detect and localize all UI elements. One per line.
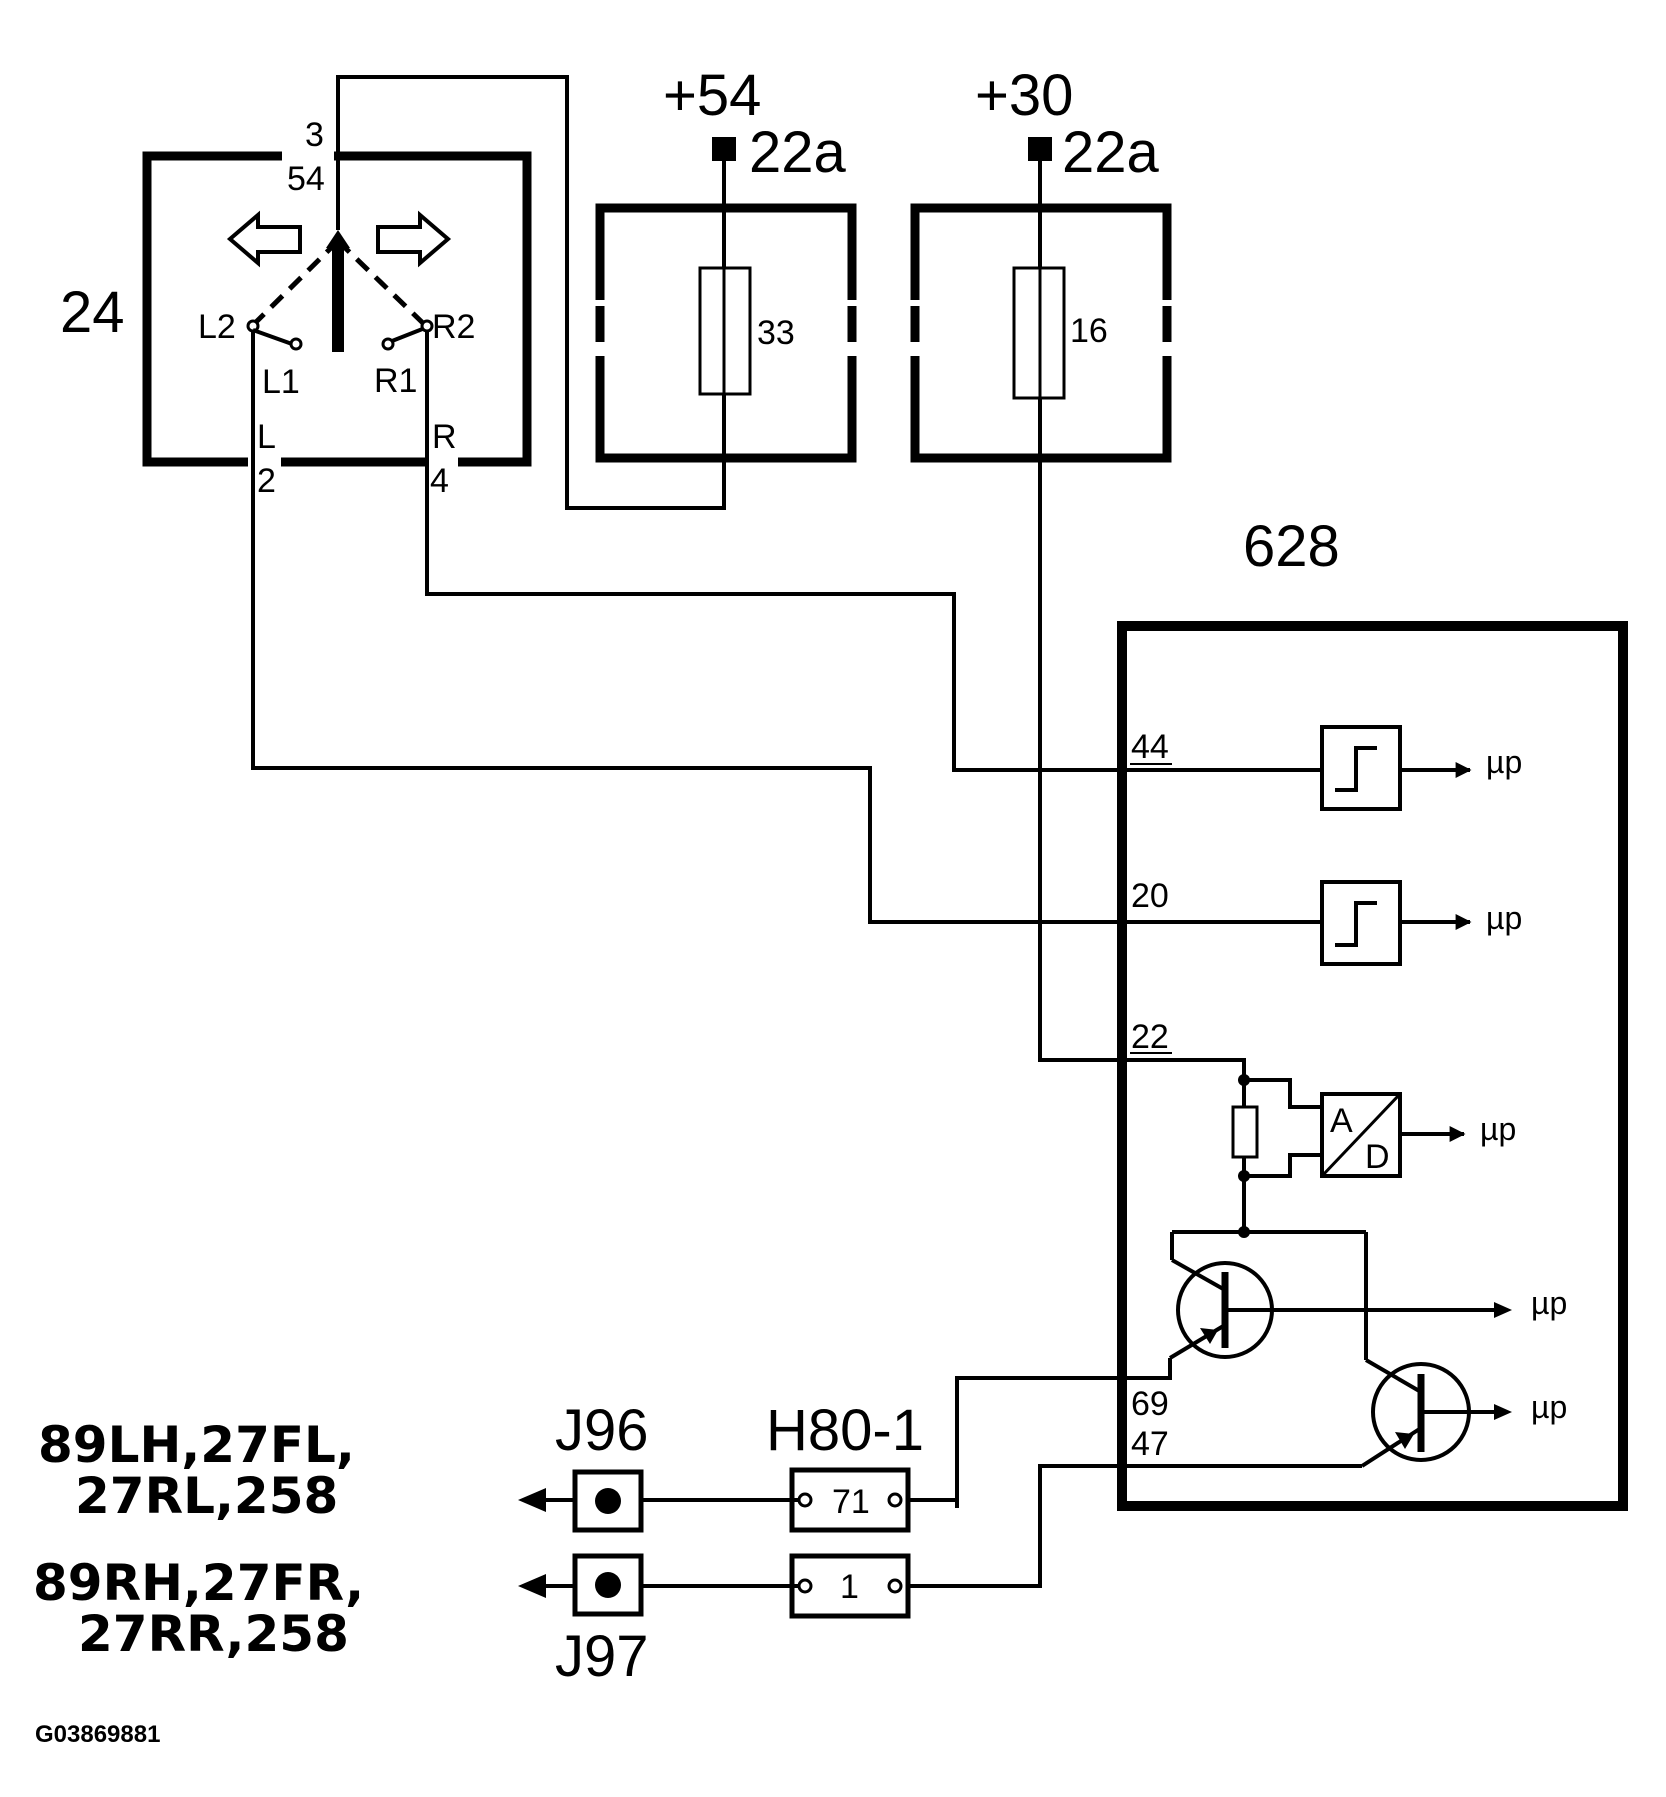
- contact-label-l1: L1: [262, 363, 300, 401]
- contact-label-r1: R1: [374, 362, 417, 400]
- switch-id: 24: [60, 280, 125, 345]
- supply-terminal-54: [712, 137, 736, 161]
- schmitt-trigger-1: [1320, 725, 1402, 811]
- module-pin-20: 20: [1131, 877, 1169, 915]
- adc-label-a: A: [1330, 1102, 1353, 1140]
- wire-fuse16-to-pin22: [1038, 398, 1246, 1080]
- node-22a-b: 22a: [1062, 120, 1160, 185]
- supply-plus-54: +54: [663, 63, 761, 128]
- destination-lower-line-2: 27RR,258: [78, 1605, 349, 1663]
- module-pin-22: 22: [1131, 1018, 1169, 1056]
- connector-pin-1-label: 1: [840, 1568, 859, 1606]
- terminal-r: R: [432, 418, 457, 456]
- output-up-2: µp: [1486, 900, 1522, 936]
- connector-h80-1: H80-1 71 1: [766, 1398, 959, 1619]
- module-id: 628: [1243, 514, 1340, 579]
- wire-pin2-to-pin20: [251, 462, 1322, 924]
- destination-lower-line-1: 89RH,27FR,: [33, 1554, 364, 1612]
- module-housing: [1117, 621, 1628, 1511]
- output-up-4: µp: [1531, 1285, 1567, 1321]
- shunt-resistor: [1231, 1105, 1259, 1159]
- junction-j96-label: J96: [555, 1398, 649, 1463]
- node-22a-a: 22a: [749, 120, 847, 185]
- turn-signal-switch: 24 3 54 L2 L1 R1 R2 L 2 R 4: [60, 100, 532, 500]
- output-up-5: µp: [1531, 1389, 1567, 1425]
- output-up-1: µp: [1486, 744, 1522, 780]
- junctions: J96 J97 89LH,27FL, 27RL,258 89RH,27FR, 2…: [33, 1398, 799, 1689]
- module-pin-69: 69: [1131, 1385, 1169, 1423]
- pin-4: 4: [430, 462, 449, 500]
- supply-terminal-30: [1028, 137, 1052, 161]
- fuse-rating-33: 33: [757, 314, 795, 352]
- fuse-block-33: +54 22a 33: [594, 63, 858, 463]
- terminal-l: L: [257, 418, 276, 456]
- wire-pin3-to-fuse33: [336, 75, 726, 510]
- switch-top-pin-54: 54: [287, 160, 325, 198]
- destination-upper-line-1: 89LH,27FL,: [38, 1416, 355, 1474]
- contact-label-l2: L2: [198, 308, 236, 346]
- schmitt-trigger-2: [1320, 880, 1402, 966]
- connector-id: H80-1: [766, 1398, 924, 1463]
- left-arrow-icon: [226, 210, 302, 268]
- right-arrow-icon: [376, 210, 452, 268]
- output-up-3: µp: [1480, 1111, 1516, 1147]
- module-pin-47: 47: [1131, 1425, 1169, 1463]
- switch-top-pin-3: 3: [305, 116, 324, 154]
- destination-upper-line-2: 27RL,258: [75, 1467, 338, 1525]
- wire-pin4-to-pin44: [425, 462, 1322, 772]
- control-module: 628 44 20 22 69 47 µp µp A D µp: [908, 514, 1628, 1588]
- pin-2: 2: [257, 462, 276, 500]
- supply-plus-30: +30: [975, 63, 1073, 128]
- contact-label-r2: R2: [432, 308, 475, 346]
- fuse-rating-16: 16: [1070, 312, 1108, 350]
- module-pin-44: 44: [1131, 728, 1169, 766]
- junction-j97-label: J97: [555, 1624, 649, 1689]
- adc-label-d: D: [1365, 1138, 1390, 1176]
- figure-code: G03869881: [35, 1721, 160, 1748]
- connector-pin-71-label: 71: [832, 1483, 870, 1521]
